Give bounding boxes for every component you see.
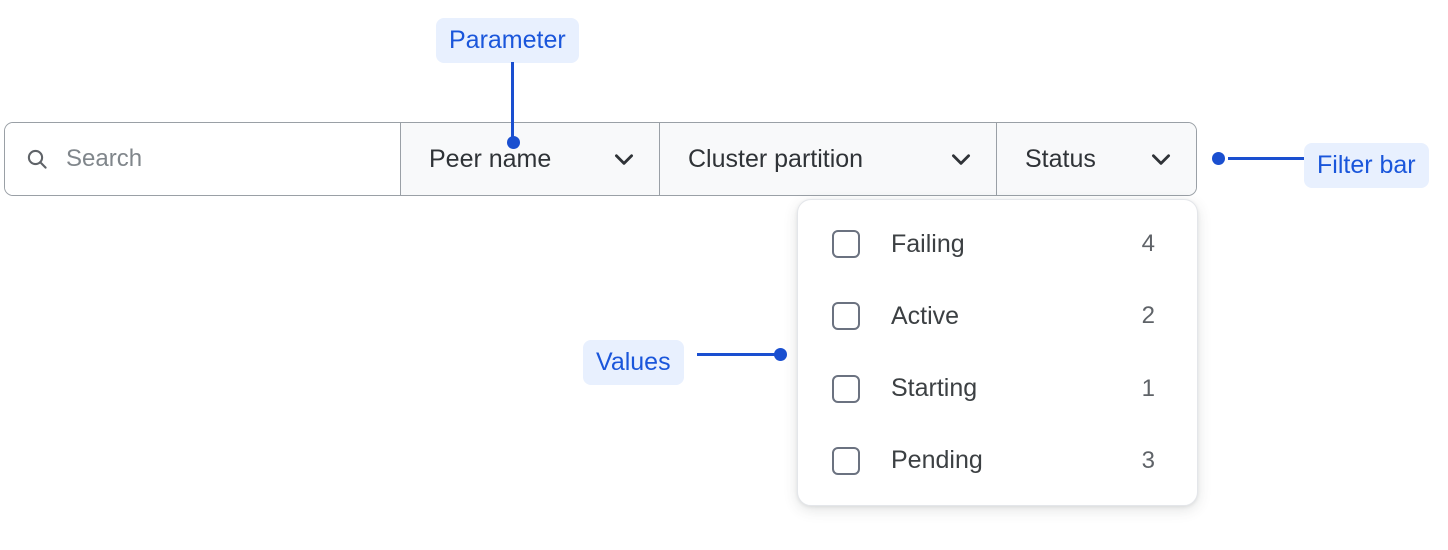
annotation-label-values: Values	[583, 340, 684, 385]
annotation-dot-values	[774, 348, 787, 361]
chevron-down-icon	[1152, 154, 1170, 165]
search-input[interactable]	[66, 142, 400, 176]
annotation-connector-parameter	[511, 62, 514, 141]
checkbox-active[interactable]	[832, 302, 860, 331]
list-item-count: 4	[1141, 230, 1155, 257]
annotation-label-filter-bar: Filter bar	[1304, 143, 1429, 188]
checkbox-failing[interactable]	[832, 230, 860, 258]
chevron-down-icon	[952, 154, 970, 165]
list-item-label: Active	[891, 301, 960, 330]
list-item-label: Failing	[891, 229, 965, 258]
filter-dropdown-label: Peer name	[429, 144, 552, 173]
filter-dropdown-label: Cluster partition	[688, 144, 864, 173]
list-item-count: 3	[1141, 446, 1155, 474]
list-item-count: 2	[1141, 302, 1155, 330]
status-filter-dropdown-panel: Failing 4 Active 2 Starting 1 Pending 3	[797, 199, 1198, 506]
chevron-down-icon	[615, 154, 633, 165]
filter-dropdown-peer-name[interactable]: Peer name	[401, 123, 660, 195]
list-item-label: Pending	[891, 446, 983, 475]
filter-dropdown-status[interactable]: Status	[997, 123, 1196, 195]
list-item[interactable]: Active 2	[832, 294, 1155, 338]
annotation-connector-filter-bar	[1228, 157, 1304, 160]
search-icon	[27, 149, 47, 169]
annotation-label-parameter: Parameter	[436, 18, 579, 63]
list-item[interactable]: Pending 3	[832, 439, 1155, 483]
annotation-dot-filter-bar	[1212, 152, 1225, 165]
list-item-count: 1	[1141, 374, 1155, 402]
filter-bar: Peer name Cluster partition Status	[4, 122, 1197, 196]
list-item[interactable]: Starting 1	[832, 367, 1155, 411]
search-cell[interactable]	[5, 123, 401, 195]
annotation-connector-values	[697, 353, 780, 356]
filter-dropdown-label: Status	[1025, 144, 1096, 173]
list-item[interactable]: Failing 4	[832, 222, 1155, 266]
list-item-label: Starting	[891, 374, 978, 403]
filter-dropdown-cluster-partition[interactable]: Cluster partition	[660, 123, 997, 195]
checkbox-starting[interactable]	[832, 374, 860, 403]
annotation-dot-parameter	[507, 136, 520, 149]
checkbox-pending[interactable]	[832, 446, 860, 475]
